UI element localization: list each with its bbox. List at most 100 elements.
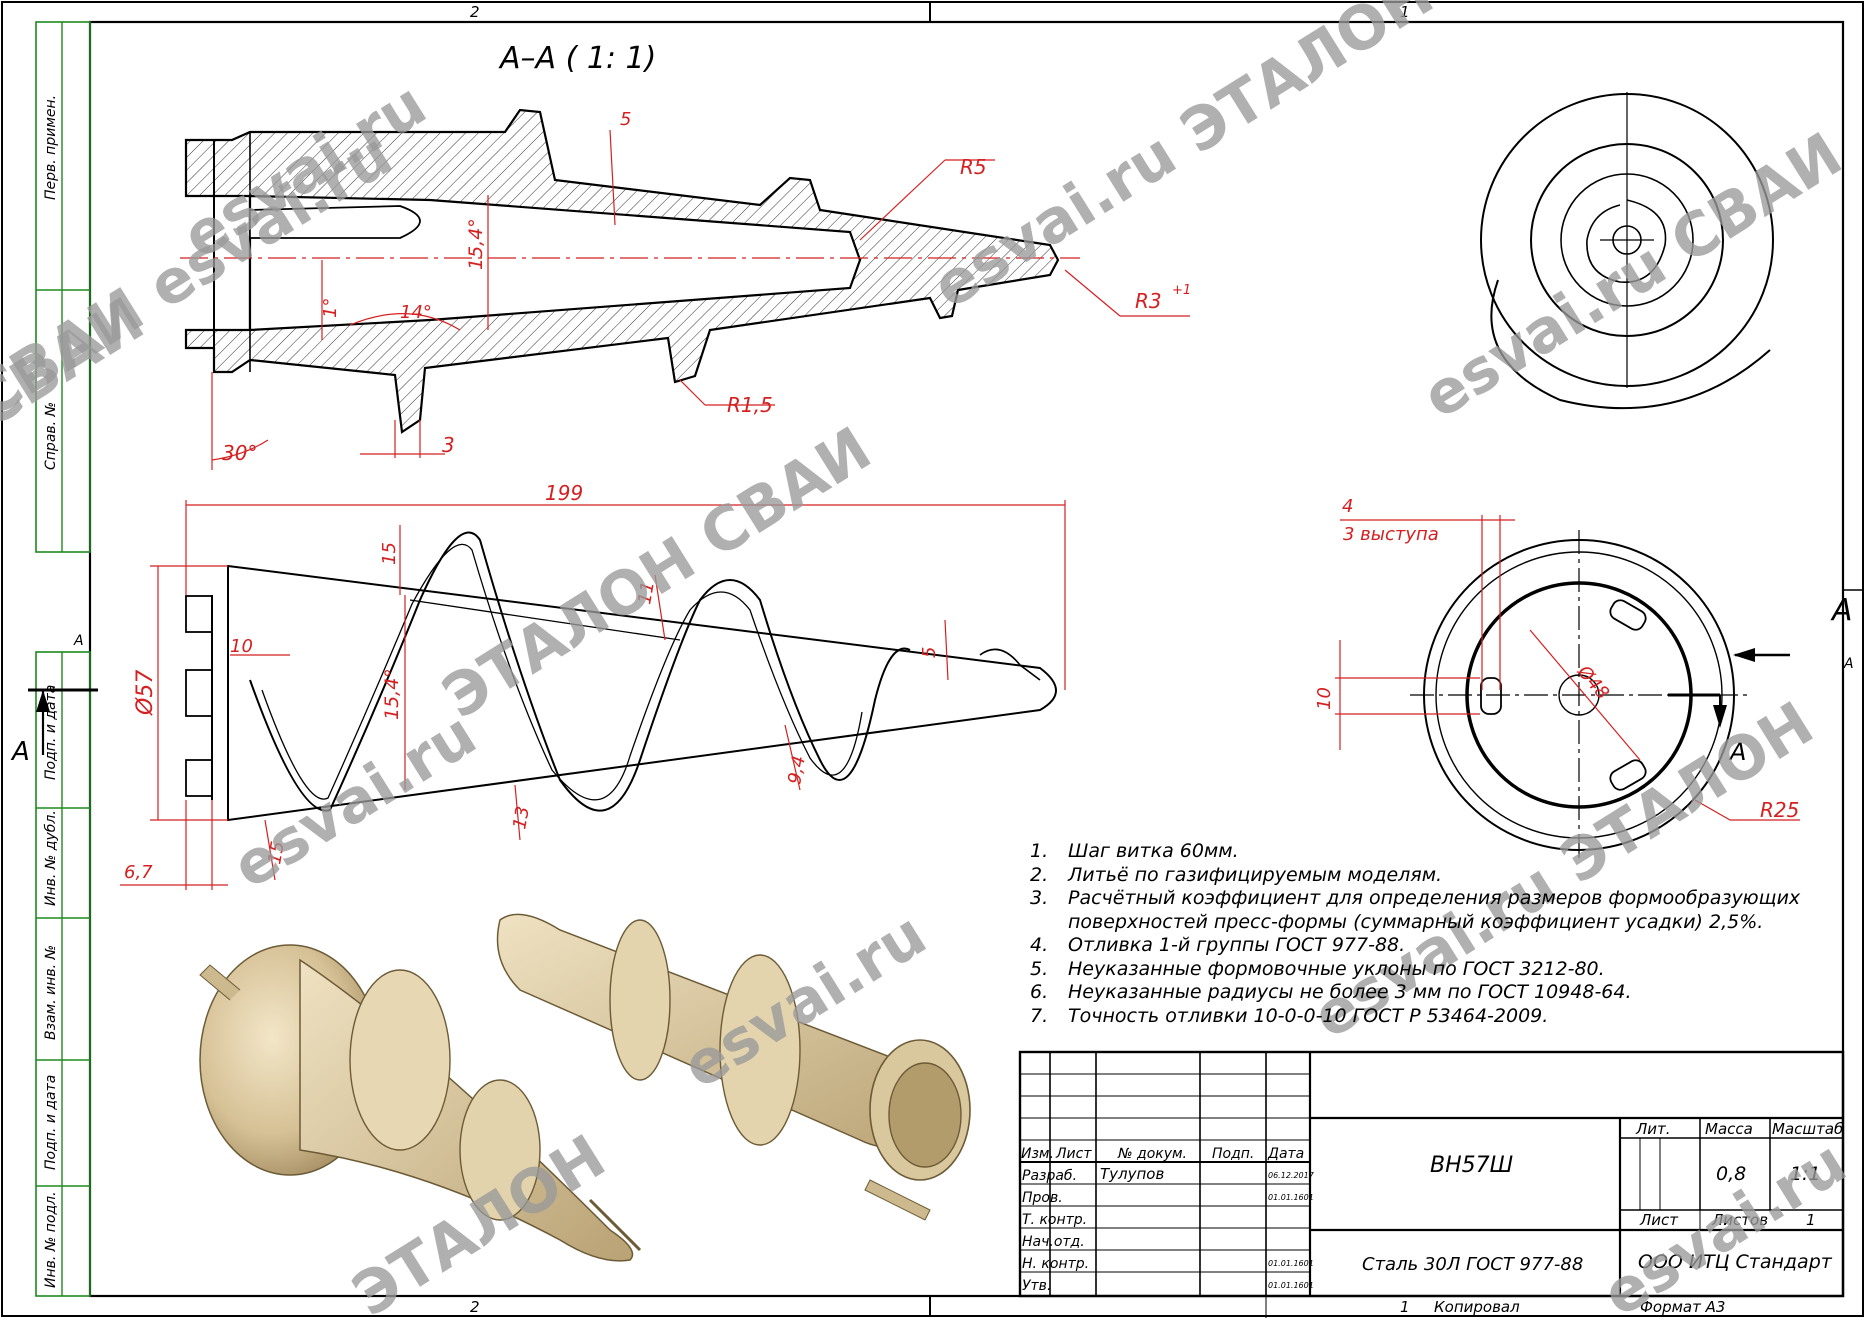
tb-copied: Копировал: [1434, 1298, 1520, 1316]
tb-developer: Тулупов: [1100, 1165, 1164, 1183]
tb-header: № докум.: [1117, 1146, 1187, 1162]
section-title: А–А ( 1: 1): [498, 41, 656, 76]
note-item: 7. Точность отливки 10-0-0-10 ГОСТ Р 5346…: [1030, 1005, 1810, 1029]
dim-label: 15: [264, 840, 289, 866]
dim-label: Ø57: [133, 670, 158, 716]
dim-label: 1°: [320, 298, 341, 318]
dim-label: 9,4: [784, 754, 810, 786]
note-number: 7.: [1030, 1004, 1049, 1027]
dim-label: 5: [919, 647, 940, 658]
note-text: Неуказанные формовочные уклоны по ГОСТ 3…: [1068, 957, 1605, 980]
tb-sheets: 1: [1806, 1211, 1816, 1229]
note-item: 6. Неуказанные радиусы не более 3 мм по Г…: [1030, 981, 1810, 1005]
dim-label: R25: [1760, 798, 1799, 822]
strip-label: Перв. примен.: [43, 95, 59, 200]
note-item: 1. Шаг витка 60мм.: [1030, 840, 1810, 864]
tb-date: 01.01.1601: [1268, 1281, 1314, 1290]
note-item: 5. Неуказанные формовочные уклоны по ГОСТ…: [1030, 958, 1810, 982]
zone-label: 2: [470, 3, 480, 21]
tb-role: Утв.: [1022, 1278, 1051, 1294]
section-arrow-left: А: [10, 688, 98, 767]
tb-material: Сталь 30Л ГОСТ 977-88: [1362, 1254, 1583, 1275]
title-block: [1018, 1050, 1845, 1318]
note-item: 2. Литьё по газифицируемым моделям.: [1030, 864, 1810, 888]
tb-designation: ВН57Ш: [1430, 1153, 1513, 1178]
dim-label: 3: [442, 433, 455, 457]
note-text: Точность отливки 10-0-0-10 ГОСТ Р 53464-…: [1068, 1004, 1549, 1027]
section-label: А: [1728, 738, 1746, 766]
tb-role: Пров.: [1022, 1190, 1063, 1206]
note-number: 1.: [1030, 840, 1049, 862]
tb-sheets-label: Листов: [1711, 1211, 1768, 1229]
tb-role: Нач.отд.: [1022, 1234, 1085, 1250]
tb-sheet-label: Лист: [1639, 1211, 1679, 1229]
zone-label: 1: [1400, 3, 1410, 21]
note-text: Неуказанные радиусы не более 3 мм по ГОС…: [1068, 981, 1632, 1003]
tb-role: Т. контр.: [1022, 1212, 1087, 1228]
end-view-top: [1480, 92, 1774, 410]
tb-mass: 0,8: [1716, 1163, 1746, 1185]
zone-label: A: [1843, 656, 1854, 672]
render-3d-right: [496, 913, 971, 1221]
tb-lit-label: Лит.: [1635, 1120, 1671, 1138]
strip-label: Инв. № подл.: [43, 1191, 59, 1288]
dim-label: 10: [1314, 687, 1335, 710]
tb-scale-label: Масштаб: [1772, 1120, 1843, 1138]
technical-notes: 1. Шаг витка 60мм. 2. Литьё по газифицируе…: [1030, 840, 1810, 1028]
dim-label: 30°: [222, 441, 257, 465]
dim-label: +1: [1172, 283, 1191, 298]
side-view: 199 15 11 5 15,4° Ø57 10 9,4 13 15 6,7: [120, 481, 1066, 890]
title-block-text: Изм. Лист № докум. Подп. Дата Разраб. Пр…: [1021, 1120, 1843, 1316]
zone-markers: 2 1 2 1 A A: [73, 2, 1854, 1316]
strip-label: Подп. и дата: [43, 1075, 59, 1170]
tb-header: Дата: [1267, 1146, 1304, 1162]
section-label: А: [1830, 593, 1853, 628]
tb-header: Лист: [1055, 1146, 1092, 1162]
zone-label: A: [73, 633, 84, 649]
dim-label: 11: [634, 580, 659, 606]
section-label: А: [10, 737, 30, 767]
dim-label: 15,4°: [381, 668, 403, 720]
note-item: 4. Отливка 1-й группы ГОСТ 977-88.: [1030, 934, 1810, 958]
dim-label: 13: [509, 805, 534, 831]
note-text: Литьё по газифицируемым моделям.: [1068, 863, 1443, 886]
tb-header: Изм.: [1021, 1146, 1054, 1162]
watermark: esvai.ru ЭТАЛОН: [921, 0, 1446, 323]
tb-role: Н. контр.: [1022, 1256, 1089, 1272]
tb-header: Подп.: [1212, 1146, 1254, 1162]
render-3d-left: [199, 944, 642, 1262]
watermark: ЭТАЛОН СВАИ: [431, 414, 883, 733]
section-view: А–А ( 1: 1) 5 R5 15,4° R3 +1 1° 14° R1,5…: [180, 41, 1191, 470]
strip-label: Справ. №: [43, 402, 59, 470]
tb-organization: ООО ИТЦ Стандарт: [1638, 1251, 1833, 1273]
dim-label: 15,4°: [465, 218, 487, 270]
tb-date: 01.01.1601: [1268, 1193, 1314, 1202]
note-text: Отливка 1-й группы ГОСТ 977-88.: [1068, 934, 1406, 956]
note-number: 5.: [1030, 957, 1049, 980]
tb-scale: 1:1: [1790, 1163, 1821, 1185]
side-strip: Перв. примен. Справ. № Подп. и дата Инв.…: [35, 21, 91, 1297]
dim-label: R5: [960, 155, 987, 179]
note-text: Шаг витка 60мм.: [1068, 840, 1239, 862]
note-number: 6.: [1030, 981, 1049, 1003]
note-number: 2.: [1030, 863, 1049, 886]
note-number: 3.: [1030, 887, 1049, 909]
dim-label: 4: [1342, 496, 1353, 517]
dim-label: 5: [620, 109, 631, 130]
tb-role: Разраб.: [1022, 1168, 1077, 1184]
dim-label: 3 выступа: [1343, 524, 1439, 545]
note-text: Расчётный коэффициент для определения ра…: [1068, 887, 1801, 933]
tb-date: 06.12.2017: [1268, 1171, 1315, 1180]
strip-label: Инв. № дубл.: [43, 810, 59, 906]
watermark: esvai.ru: [1591, 1127, 1858, 1318]
zone-label: 2: [470, 1298, 480, 1316]
tb-mass-label: Масса: [1705, 1120, 1753, 1138]
watermark: esvai.ru: [221, 699, 488, 902]
dim-label: R3: [1135, 289, 1162, 313]
dim-label: 199: [545, 481, 583, 505]
note-number: 4.: [1030, 934, 1049, 956]
dim-label: 14°: [400, 302, 432, 323]
dim-label: 6,7: [124, 862, 153, 883]
note-item: 3. Расчётный коэффициент для определения …: [1030, 887, 1810, 934]
